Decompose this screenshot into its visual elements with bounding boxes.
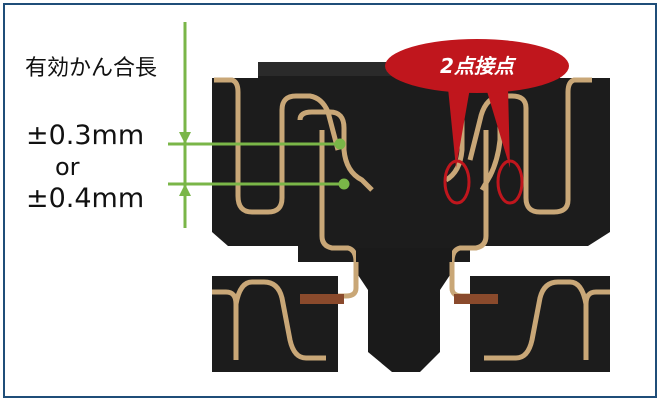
stem-body <box>356 248 452 372</box>
tolerance-label-b: ±0.4mm <box>26 183 145 214</box>
copper-strip-right <box>454 294 498 304</box>
tolerance-label-a: ±0.3mm <box>26 120 145 151</box>
center-stem <box>325 248 483 372</box>
engagement-dimension <box>168 22 350 228</box>
right-contact-tail <box>449 130 489 263</box>
contact-point-left <box>443 159 471 205</box>
lower-connector <box>212 276 610 372</box>
arrow-down-head <box>179 132 191 144</box>
two-point-contact-callout: 2点接点 <box>385 39 569 205</box>
callout-pointer-left <box>448 88 470 168</box>
left-contact-tail <box>319 130 359 263</box>
frame-border <box>3 3 657 398</box>
lower-left-contact <box>212 279 326 361</box>
leader-dot-top <box>334 138 346 150</box>
callout-pointer-right <box>486 88 510 168</box>
left-contact-beam-inner <box>297 109 374 192</box>
upper-connector <box>212 62 610 263</box>
engagement-length-label: 有効かん合長 <box>25 56 158 81</box>
callout-badge-text: 2点接点 <box>440 54 517 78</box>
or-label: or <box>55 153 80 181</box>
lower-right-contact <box>484 279 610 361</box>
contact-point-right <box>496 159 524 205</box>
left-contact-beam-outer <box>214 77 341 215</box>
lower-housing-right <box>470 276 610 372</box>
copper-strip-left <box>300 294 344 304</box>
upper-housing <box>212 62 610 262</box>
leader-dot-bottom <box>338 178 350 190</box>
arrow-up-head <box>179 184 191 196</box>
callout-badge <box>385 39 569 93</box>
right-contact-beam-inner <box>444 96 503 192</box>
